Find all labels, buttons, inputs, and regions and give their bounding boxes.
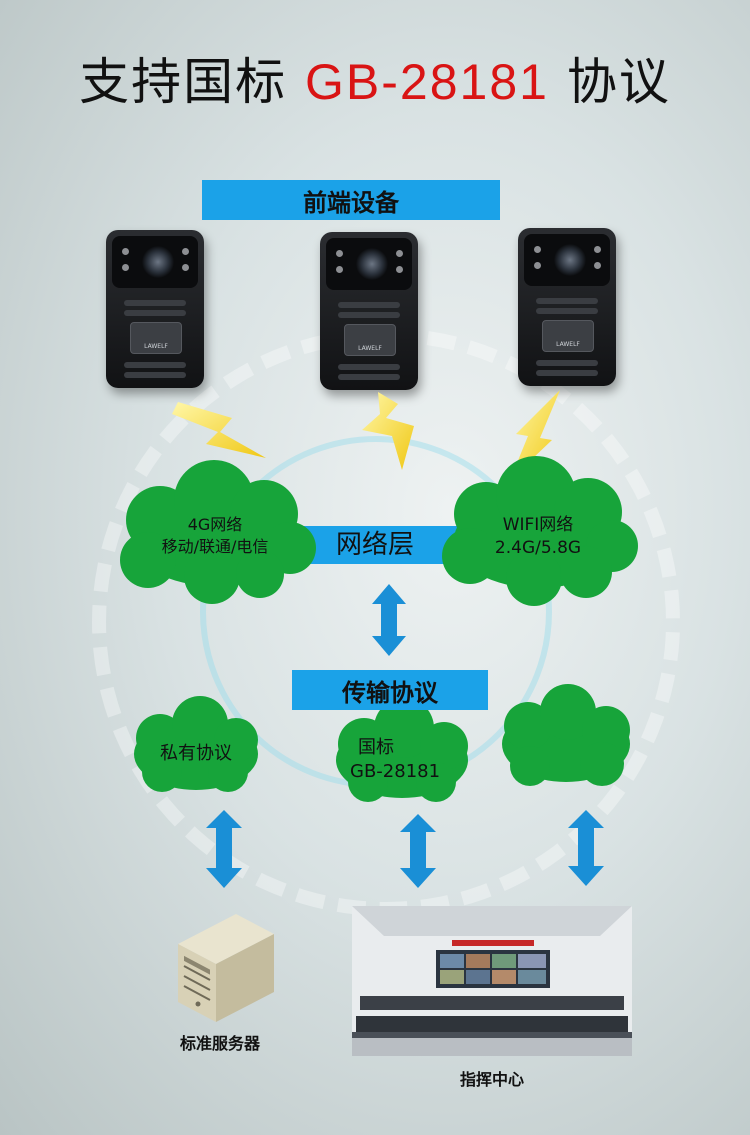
body-camera-2: LAWELF: [320, 232, 418, 390]
device-brand-label: LAWELF: [556, 341, 580, 348]
command-center-label: 指挥中心: [459, 1070, 524, 1089]
title-prefix: 支持国标: [79, 53, 306, 111]
cloud-gb-text: 国标 GB-28181: [350, 736, 460, 785]
lightning-icon: [510, 390, 560, 480]
page-title: 支持国标 GB-28181 协议: [0, 42, 750, 114]
cloud-4g-line2: 移动/联通/电信: [161, 536, 269, 556]
brand-plate: LAWELF: [542, 320, 594, 352]
camera-head: [524, 234, 610, 286]
double-arrow-icon: [568, 810, 604, 886]
title-suffix: 协议: [548, 53, 671, 111]
network-layer-label: 网络层: [335, 530, 414, 560]
double-arrow-icon: [206, 810, 242, 888]
cloud-gb-line1: 国标: [358, 737, 394, 758]
brand-plate: LAWELF: [130, 322, 182, 354]
server-icon: [178, 914, 274, 1022]
cloud-private-text: 私有协议: [160, 743, 232, 764]
brand-plate: LAWELF: [344, 324, 396, 356]
cloud-wifi-network: [442, 456, 638, 606]
server-label: 标准服务器: [179, 1034, 260, 1053]
body-camera-1: LAWELF: [106, 230, 204, 388]
cloud-empty-protocol: [502, 684, 630, 786]
front-end-label: 前端设备: [303, 188, 399, 217]
title-highlight: GB-28181: [305, 54, 549, 110]
camera-head: [326, 238, 412, 290]
double-arrow-icon: [400, 814, 436, 888]
front-end-bar: 前端设备: [202, 180, 500, 220]
cloud-wifi-text: WIFI网络 2.4G/5.8G: [458, 514, 618, 560]
lens-icon: [554, 244, 586, 276]
cloud-4g-network: [120, 460, 316, 604]
cloud-wifi-line2: 2.4G/5.8G: [494, 537, 582, 558]
device-brand-label: LAWELF: [144, 343, 168, 350]
cloud-wifi-line1: WIFI网络: [502, 515, 574, 535]
cloud-4g-text: 4G网络 移动/联通/电信: [130, 514, 300, 557]
lightning-icon: [172, 402, 266, 458]
lightning-icon: [362, 392, 414, 470]
lens-icon: [356, 248, 388, 280]
command-center-photo: [352, 906, 632, 1056]
lens-icon: [142, 246, 174, 278]
body-camera-3: LAWELF: [518, 228, 616, 386]
device-brand-label: LAWELF: [358, 345, 382, 352]
camera-head: [112, 236, 198, 288]
cloud-4g-line1: 4G网络: [187, 515, 243, 534]
cloud-private-protocol: [134, 696, 258, 792]
cloud-gb28181-protocol: [336, 698, 468, 802]
cloud-gb-line2: GB-28181: [350, 761, 441, 783]
double-arrow-icon: [372, 584, 406, 656]
transmission-protocol-label: 传输协议: [342, 678, 438, 707]
transmission-protocol-bar: 传输协议: [292, 670, 488, 710]
